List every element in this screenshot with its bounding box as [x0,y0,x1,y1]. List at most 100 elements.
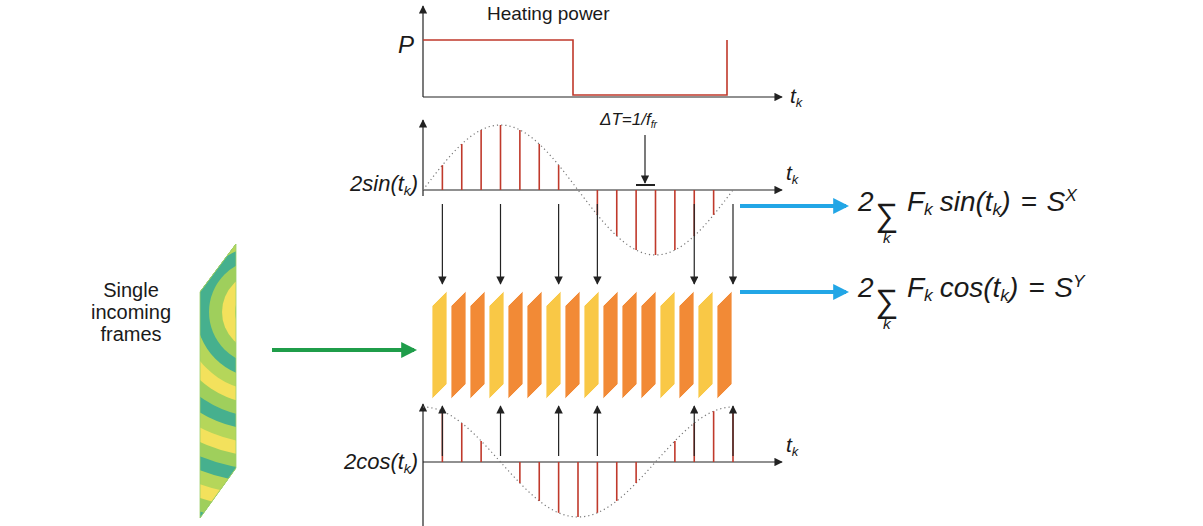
sample-stem [558,462,560,513]
sample-stem [732,407,734,462]
input-caption: Single incoming frames [66,279,196,345]
sample-stem [480,441,482,462]
label-text: ) [411,171,418,196]
ring-band [1,51,523,526]
label-text: 2cos(t [344,449,404,474]
ring-band [27,77,497,526]
input-arrow [272,348,414,352]
sin-y-axis [422,120,423,196]
ring-band [0,12,562,526]
label-text: F [907,272,924,303]
incoming-frame-image [0,12,562,526]
sample-pointer [732,406,733,456]
sample-pointer [442,204,443,284]
envelope-curve [423,125,733,255]
sampling-interval: ΔT=1/ffr [600,111,657,131]
output-arrow [740,204,846,208]
axis-variable: tk [790,84,802,110]
label-text: Single incoming frames [91,279,171,345]
axis-variable: tk [786,433,798,459]
sin-time-axis [423,189,782,190]
label-index: k [792,172,799,187]
label-text: S [1047,186,1066,217]
sample-pointer [694,406,695,456]
sample-pointer [558,204,559,284]
label-text: F [907,186,924,217]
sample-pointer [558,406,559,456]
label-index: k [404,461,411,476]
label-index: fr [651,118,657,130]
ring-band [40,90,484,526]
ring-band [196,246,328,378]
label-text: ) [1001,186,1010,217]
sample-stem [655,190,657,255]
ring-band [14,64,510,526]
sample-stem [674,190,676,250]
sum-formula: 2∑kFksin(tk)=SX [858,186,1077,245]
frame-slice [660,291,675,399]
frame-slice [717,291,732,399]
frame-slice [565,291,580,399]
sample-stem [713,190,715,215]
label-text: = [1020,186,1036,217]
envelope-curve [423,407,733,517]
ring-band [53,103,471,521]
frame-slice [698,291,713,399]
label-text: Heating power [487,3,610,24]
power-y-axis [422,6,423,97]
ring-band [79,129,445,495]
frame-slice [641,291,656,399]
sample-pointer [500,406,501,456]
label-index: k [1000,285,1009,305]
label-index: k [792,444,799,459]
label-text: 2 [858,272,874,303]
cos-y-axis [422,404,423,526]
ring-band [235,285,289,339]
frame-slice [508,291,523,399]
frame-slice [527,291,542,399]
axis-variable: tk [786,161,798,187]
label-text: 2 [858,186,874,217]
label-text: ) [1009,272,1018,303]
ring-band [183,233,341,391]
summation-group: ∑k [875,200,898,245]
summation-group: ∑k [875,286,898,331]
ring-band [222,272,302,352]
label-index: k [796,95,803,110]
sample-pointer [597,406,598,456]
sample-stem [597,462,599,513]
label-index: k [924,199,933,219]
reference-signal: 2cos(tk) [344,450,418,476]
sample-stem [538,462,540,501]
sample-stem [442,165,444,190]
sample-pointer [442,406,443,456]
ring-band [248,298,276,326]
frame-slice [603,291,618,399]
sample-stem [635,190,637,250]
label-text: ) [411,449,418,474]
output-arrow [740,290,846,294]
label-text: = [1028,272,1044,303]
frame-slice [489,291,504,399]
delta-t-bar [636,184,655,186]
sample-stem [461,423,463,462]
sample-pointer [732,204,733,284]
sample-stem [577,462,579,517]
sample-stem [616,462,618,501]
axis-title: Heating power [487,4,610,25]
heating-square-wave [423,40,727,95]
frame-slice [451,291,466,399]
sample-pointer [597,204,598,284]
label-text: 2sin(t [350,171,404,196]
label-text: t [786,433,792,456]
sum-index: k [883,231,891,246]
label-index: k [924,285,933,305]
label-index: k [993,199,1002,219]
cos-time-axis [423,461,782,462]
sum-index: k [883,317,891,332]
axis-symbol: P [398,32,414,58]
label-index: X [1065,185,1077,205]
sum-formula: 2∑kFkcos(tk)=SY [858,272,1085,331]
sample-stem [461,144,463,190]
